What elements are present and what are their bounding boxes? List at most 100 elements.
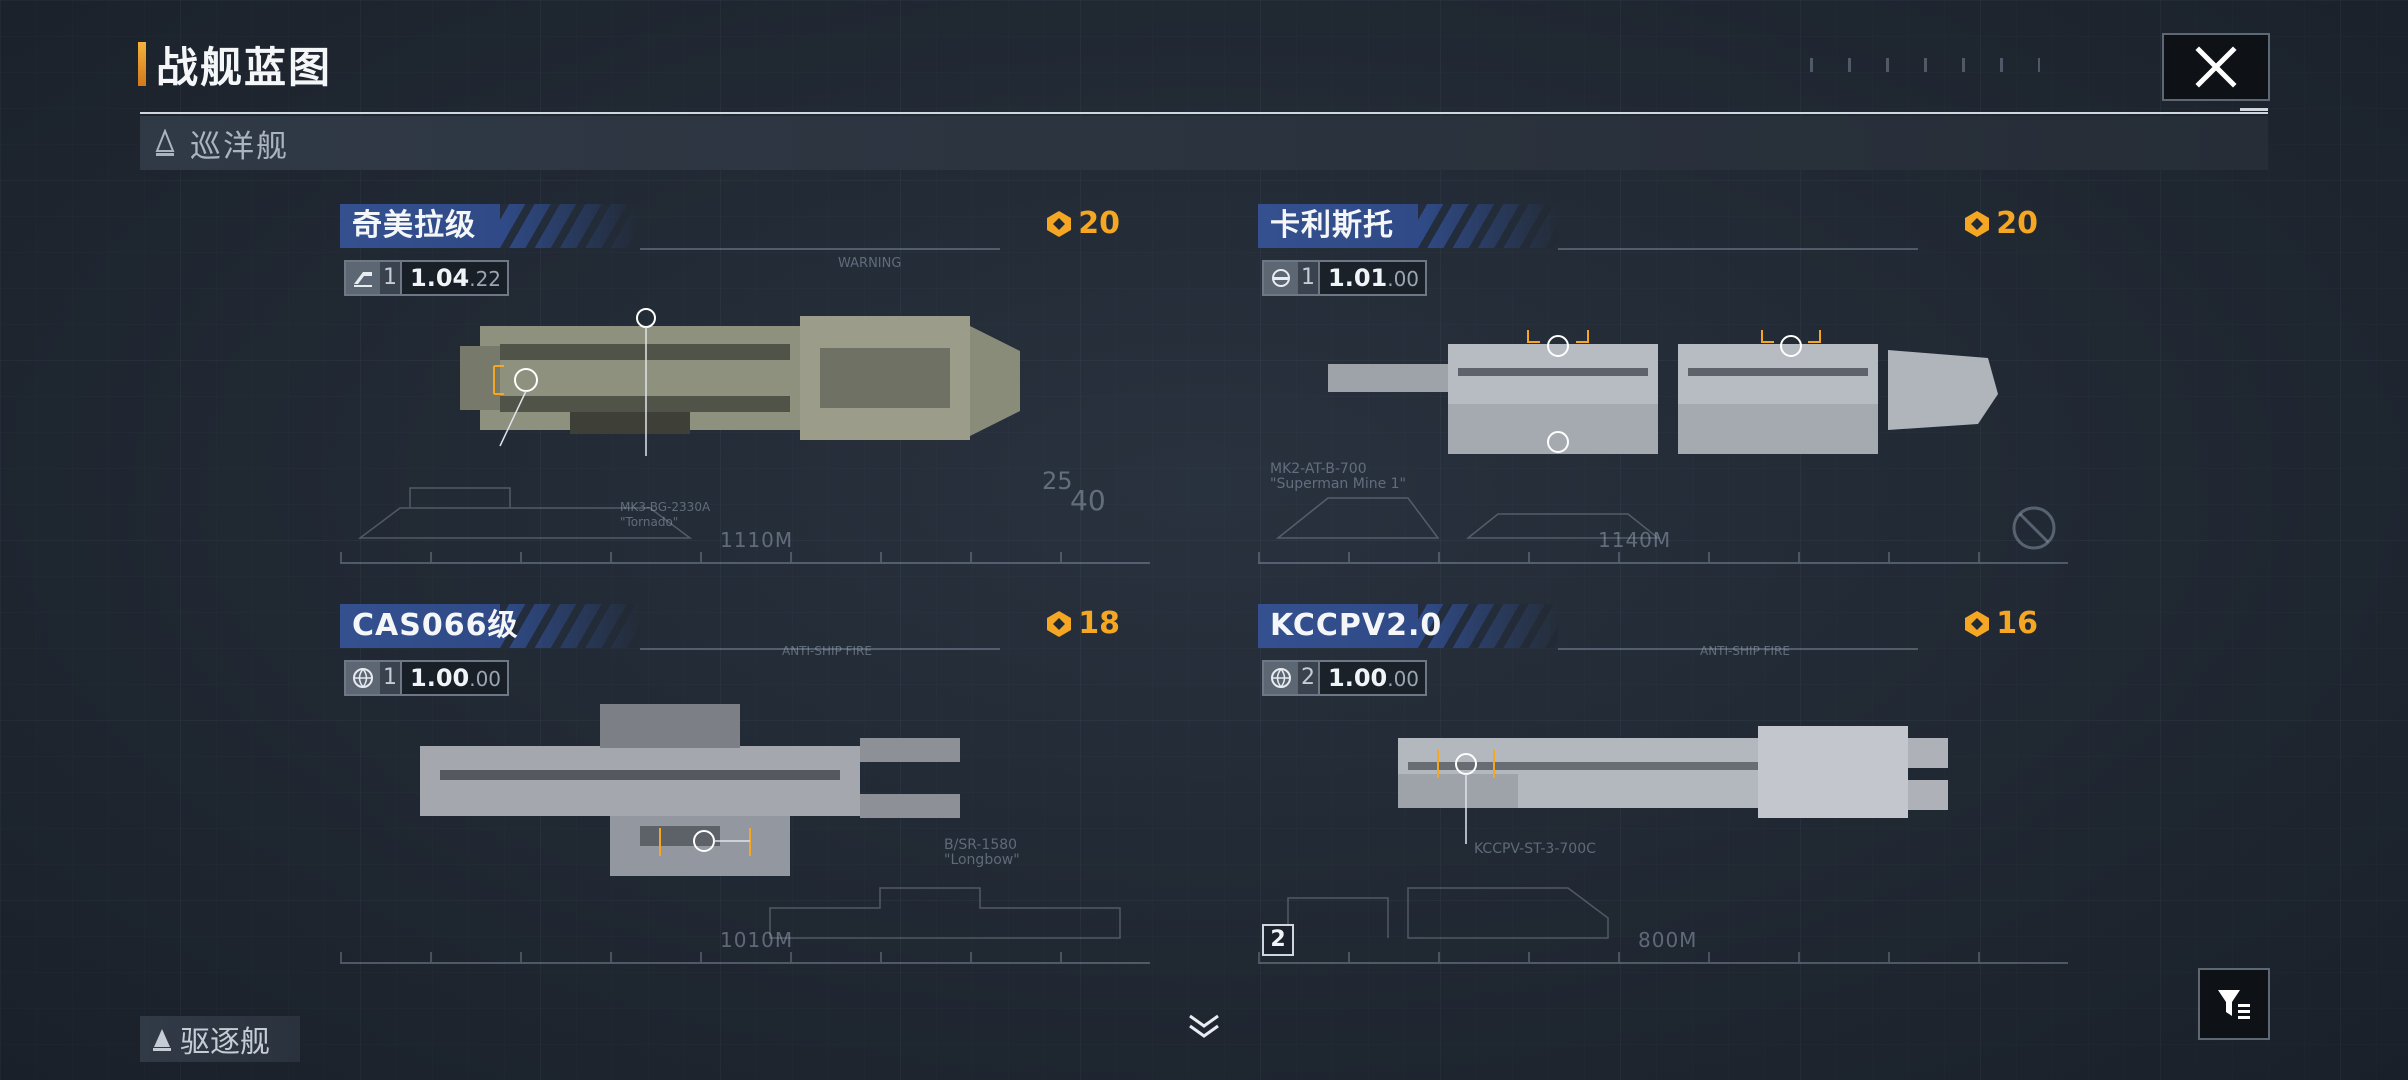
- carrier-icon: [1264, 262, 1298, 294]
- floor-ticks: [1258, 952, 2068, 962]
- decor-ticks: [1810, 58, 2040, 72]
- stat-tier: 2: [1298, 662, 1320, 694]
- stat-major: 1.04: [410, 264, 470, 292]
- globe-icon: [346, 662, 380, 694]
- stat-value: 1.01.00: [1328, 264, 1420, 292]
- tech-caption: ANTI-SHIP FIRE: [1700, 644, 1790, 658]
- ship-card-chimera[interactable]: 奇美拉级 20 1 1.04.22 MK3-BG-2330A "Tornado"…: [340, 204, 1150, 564]
- blueprint-token-icon: [1047, 610, 1072, 637]
- cost-value: 20: [1996, 206, 2038, 241]
- cost-value: 18: [1078, 606, 1120, 641]
- ship-cost: 16: [1962, 606, 2038, 641]
- stat-major: 1.00: [1328, 664, 1388, 692]
- ship-image-chimera: [460, 308, 1020, 456]
- ship-image-cas066: [420, 704, 960, 876]
- ship-name: 卡利斯托: [1270, 208, 1394, 243]
- leader-line: [640, 248, 1000, 250]
- cost-value: 16: [1996, 606, 2038, 641]
- card-floor-line: [1258, 962, 2068, 964]
- ship-rank-icon: [153, 1029, 171, 1051]
- category-bar-destroyer[interactable]: 驱逐舰: [140, 1016, 300, 1062]
- globe-icon: [1264, 662, 1298, 694]
- ship-length: 800M: [1638, 928, 1698, 952]
- stat-major: 1.01: [1328, 264, 1388, 292]
- ship-card-kccpv[interactable]: KCCPV2.0 16 2 1.00.00 KCCPV-ST-3-700C AN…: [1258, 604, 2068, 964]
- category-label: 巡洋舰: [190, 128, 289, 165]
- fleet-slot-badge: 2: [1262, 924, 1294, 956]
- stat-minor: 00: [1393, 667, 1420, 691]
- strip-hatch: [1418, 604, 1558, 648]
- close-icon: [2195, 46, 2237, 88]
- ship-length: 1140M: [1598, 528, 1672, 552]
- ship-stat: 1 1.04.22: [344, 260, 510, 296]
- ship-stat: 1 1.01.00: [1262, 260, 1428, 296]
- ship-card-callisto[interactable]: 卡利斯托 20 1 1.01.00 MK2-AT-B-700 "Superman…: [1258, 204, 2068, 564]
- schematic-decor: [769, 887, 1121, 939]
- ship-cost: 18: [1044, 606, 1120, 641]
- tech-label: MK2-AT-B-700 "Superman Mine 1": [1270, 461, 1407, 492]
- card-floor-line: [340, 962, 1150, 964]
- header-accent-bar: [138, 42, 146, 86]
- stat-minor: 22: [475, 267, 502, 291]
- divider-notch: [2240, 108, 2268, 111]
- schematic-decor: [1287, 887, 1609, 939]
- ship-name: CAS066级: [352, 608, 519, 643]
- stat-major: 1.00: [410, 664, 470, 692]
- floor-ticks: [340, 952, 1150, 962]
- stat-value: 1.00.00: [410, 664, 502, 692]
- tech-label: B/SR-1580 "Longbow": [944, 837, 1020, 868]
- stat-tier: 1: [380, 662, 402, 694]
- stat-minor: 00: [1393, 267, 1420, 291]
- schematic-decor: [1275, 497, 1661, 539]
- category-label: 驱逐舰: [180, 1025, 270, 1060]
- cost-value: 20: [1078, 206, 1120, 241]
- stat-minor: 00: [475, 667, 502, 691]
- scroll-down-chevron-icon[interactable]: [1186, 1012, 1222, 1042]
- schematic-decor: [357, 487, 693, 539]
- blueprint-token-icon: [1965, 610, 1990, 637]
- ship-stat: 1 1.00.00: [344, 660, 510, 696]
- filter-button[interactable]: [2198, 968, 2270, 1040]
- ship-card-cas066[interactable]: CAS066级 18 1 1.00.00 B/SR-1580 "Longbow"…: [340, 604, 1150, 964]
- tech-num-b: 40: [1070, 484, 1106, 517]
- ship-length: 1110M: [720, 528, 794, 552]
- strip-hatch: [500, 604, 640, 648]
- ship-name: 奇美拉级: [352, 208, 476, 243]
- leader-line: [640, 648, 1000, 650]
- stat-value: 1.04.22: [410, 264, 502, 292]
- leader-line: [1558, 248, 1918, 250]
- tech-caption: ANTI-SHIP FIRE: [782, 644, 872, 658]
- ship-image-kccpv: [1398, 726, 1948, 844]
- card-floor-line: [1258, 562, 2068, 564]
- ship-class-icon: [346, 262, 380, 294]
- ship-stat: 2 1.00.00: [1262, 660, 1428, 696]
- page-header: 战舰蓝图: [138, 38, 332, 92]
- close-button[interactable]: [2162, 33, 2270, 101]
- stat-value: 1.00.00: [1328, 664, 1420, 692]
- category-bar-cruiser[interactable]: 巡洋舰: [140, 116, 2268, 170]
- tech-label: KCCPV-ST-3-700C: [1474, 841, 1596, 857]
- ship-image-callisto: [1328, 330, 1998, 454]
- ship-name: KCCPV2.0: [1270, 608, 1443, 643]
- blueprint-token-icon: [1965, 210, 1990, 237]
- header-divider: [140, 112, 2268, 114]
- tech-label: MK3-BG-2330A "Tornado": [620, 500, 711, 529]
- tech-warning: WARNING: [838, 256, 902, 271]
- page-title: 战舰蓝图: [156, 42, 333, 92]
- strip-hatch: [1418, 204, 1558, 248]
- floor-ticks: [340, 552, 1150, 562]
- ship-cost: 20: [1044, 206, 1120, 241]
- tech-num-a: 25: [1042, 467, 1073, 495]
- ship-length: 1010M: [720, 928, 794, 952]
- stat-tier: 1: [380, 262, 402, 294]
- stat-tier: 1: [1298, 262, 1320, 294]
- ship-rank-icon: [155, 129, 175, 156]
- ship-cost: 20: [1962, 206, 2038, 241]
- prohibit-icon: [2012, 506, 2056, 550]
- strip-hatch: [500, 204, 640, 248]
- filter-icon: [2218, 990, 2250, 1019]
- blueprint-token-icon: [1047, 210, 1072, 237]
- leader-line: [1558, 648, 1918, 650]
- floor-ticks: [1258, 552, 2068, 562]
